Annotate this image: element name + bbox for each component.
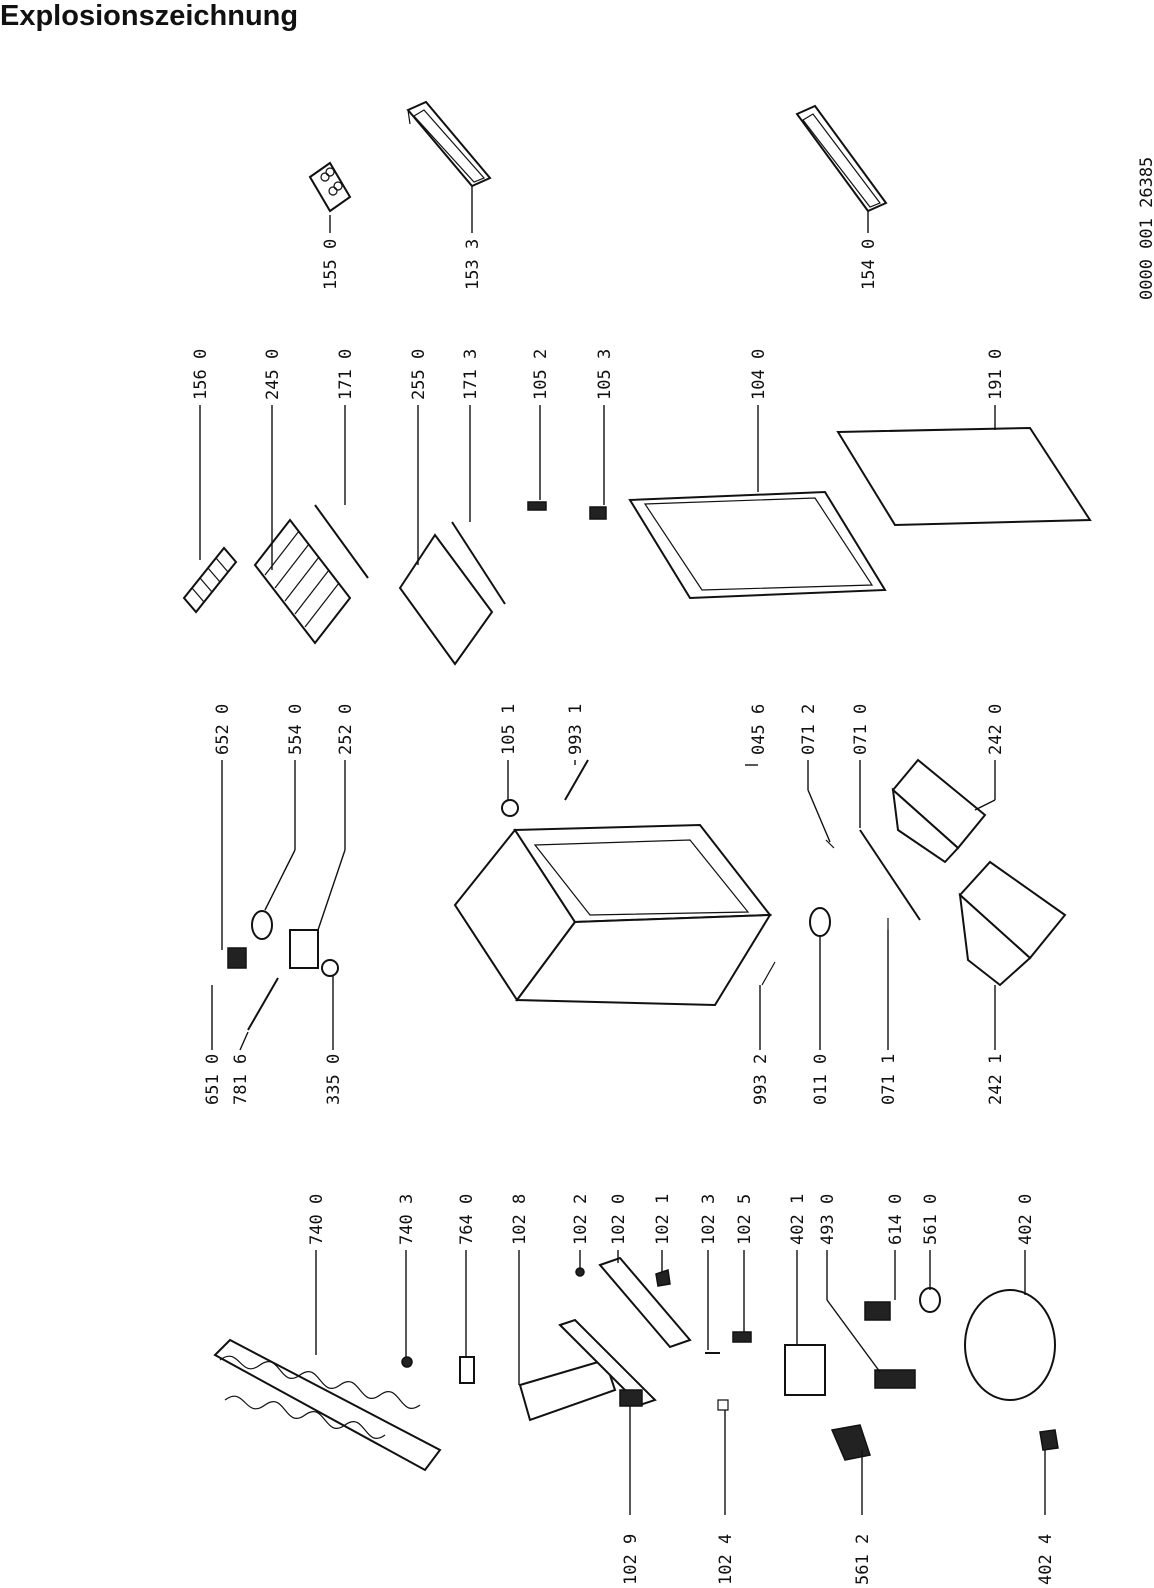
label-071-2: 071 2 bbox=[799, 704, 819, 755]
bracket-614-0 bbox=[864, 1301, 891, 1321]
label-102-4: 102 4 bbox=[716, 1534, 736, 1585]
glass-shelf bbox=[398, 533, 494, 666]
filter-dryer bbox=[459, 1356, 475, 1384]
condenser bbox=[213, 1338, 442, 1472]
label-011-0: 011 0 bbox=[811, 1054, 831, 1105]
label-402-4: 402 4 bbox=[1036, 1534, 1056, 1585]
shelf-trim-171-3 bbox=[451, 521, 506, 605]
connector-102-9 bbox=[619, 1389, 643, 1407]
bracket-493-0 bbox=[874, 1369, 916, 1389]
lamp bbox=[321, 959, 339, 977]
label-740-0: 740 0 bbox=[307, 1194, 327, 1245]
clip-102-4 bbox=[717, 1399, 729, 1411]
label-105-1: 105 1 bbox=[499, 704, 519, 755]
label-105-3: 105 3 bbox=[595, 349, 615, 400]
relay-561-2 bbox=[830, 1424, 871, 1461]
relay-402-1 bbox=[784, 1344, 826, 1396]
label-651-0: 651 0 bbox=[203, 1054, 223, 1105]
bracket-105-2 bbox=[527, 501, 547, 511]
wire-shelf bbox=[253, 518, 352, 645]
label-993-2: 993 2 bbox=[751, 1054, 771, 1105]
clip-102-1 bbox=[655, 1269, 671, 1287]
page-title: Explosionszeichnung bbox=[0, 0, 299, 32]
label-242-0: 242 0 bbox=[986, 704, 1006, 755]
label-171-0: 171 0 bbox=[336, 349, 356, 400]
label-993-1: 993 1 bbox=[566, 704, 586, 755]
label-071-0: 071 0 bbox=[851, 704, 871, 755]
label-335-0: 335 0 bbox=[324, 1054, 344, 1105]
lamp-housing bbox=[289, 929, 319, 969]
label-614-0: 614 0 bbox=[886, 1194, 906, 1245]
label-102-8: 102 8 bbox=[510, 1194, 530, 1245]
document-number: 0000 001 26385 bbox=[1137, 157, 1154, 300]
crisper-242-1 bbox=[958, 860, 1067, 987]
bracket-402-4 bbox=[1039, 1429, 1059, 1451]
shelf-trim-171-0 bbox=[314, 504, 369, 579]
label-071-1: 071 1 bbox=[879, 1054, 899, 1105]
capillary-tube bbox=[247, 977, 279, 1031]
hinge-993-1 bbox=[564, 759, 589, 801]
label-171-3: 171 3 bbox=[461, 349, 481, 400]
door-frame bbox=[628, 490, 887, 600]
label-554-0: 554 0 bbox=[286, 704, 306, 755]
thermostat-knob bbox=[227, 947, 247, 969]
label-156-0: 156 0 bbox=[191, 349, 211, 400]
label-102-5: 102 5 bbox=[735, 1194, 755, 1245]
compressor bbox=[964, 1289, 1056, 1401]
label-155-0: 155 0 bbox=[321, 239, 341, 290]
label-154-0: 154 0 bbox=[859, 239, 879, 290]
thermostat-housing bbox=[558, 1318, 657, 1407]
label-245-0: 245 0 bbox=[263, 349, 283, 400]
door-shelf-lower bbox=[795, 104, 888, 213]
cabinet bbox=[453, 823, 772, 1007]
crisper-242-0 bbox=[891, 758, 987, 864]
screw-105-1 bbox=[501, 799, 519, 817]
door-hinge-071-0 bbox=[859, 829, 921, 921]
screw-071-2 bbox=[825, 839, 835, 849]
grommet-011-0 bbox=[809, 907, 831, 937]
label-740-3: 740 3 bbox=[397, 1194, 417, 1245]
bracket-105-3 bbox=[589, 506, 607, 520]
label-493-0: 493 0 bbox=[818, 1194, 838, 1245]
label-402-1: 402 1 bbox=[788, 1194, 808, 1245]
label-242-1: 242 1 bbox=[986, 1054, 1006, 1105]
lamp-socket bbox=[251, 910, 273, 940]
label-102-3: 102 3 bbox=[699, 1194, 719, 1245]
label-255-0: 255 0 bbox=[409, 349, 429, 400]
door-gasket bbox=[836, 426, 1092, 527]
hinge-993-2 bbox=[761, 961, 776, 986]
label-561-0: 561 0 bbox=[921, 1194, 941, 1245]
label-561-2: 561 2 bbox=[853, 1534, 873, 1585]
label-191-0: 191 0 bbox=[986, 349, 1006, 400]
label-252-0: 252 0 bbox=[336, 704, 356, 755]
label-102-2: 102 2 bbox=[571, 1194, 591, 1245]
control-panel bbox=[598, 1256, 692, 1349]
label-102-1: 102 1 bbox=[653, 1194, 673, 1245]
label-764-0: 764 0 bbox=[457, 1194, 477, 1245]
label-105-2: 105 2 bbox=[531, 349, 551, 400]
egg-tray bbox=[308, 161, 352, 213]
gasket-102-8 bbox=[518, 1358, 617, 1422]
label-153-3: 153 3 bbox=[463, 239, 483, 290]
label-104-0: 104 0 bbox=[749, 349, 769, 400]
label-102-0: 102 0 bbox=[609, 1194, 629, 1245]
leader-lines bbox=[199, 186, 1046, 1515]
screw-102-2 bbox=[575, 1267, 585, 1277]
label-652-0: 652 0 bbox=[213, 704, 233, 755]
cap-561-0 bbox=[919, 1287, 941, 1313]
label-402-0: 402 0 bbox=[1016, 1194, 1036, 1245]
door-shelf-upper bbox=[406, 100, 492, 188]
connector-102-5 bbox=[732, 1331, 752, 1343]
label-781-6: 781 6 bbox=[231, 1054, 251, 1105]
grommet-740-3 bbox=[401, 1356, 413, 1368]
label-102-9: 102 9 bbox=[621, 1534, 641, 1585]
label-045-6: 045 6 bbox=[749, 704, 769, 755]
ice-tray bbox=[182, 546, 238, 614]
part-labels: 155 0 153 3 154 0 156 0 245 0 171 0 255 … bbox=[191, 239, 1056, 1585]
